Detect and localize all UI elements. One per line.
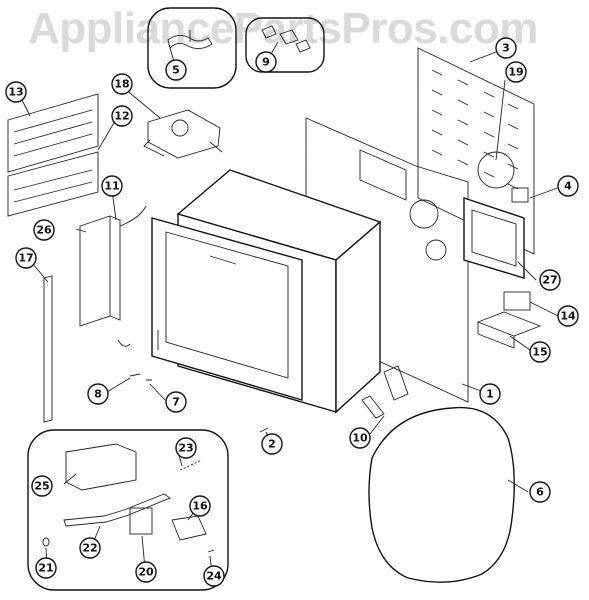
inset-parts-group xyxy=(27,429,229,591)
callout-8[interactable]: 8 xyxy=(87,383,109,405)
callout-20[interactable]: 20 xyxy=(135,561,157,583)
part-18-switch xyxy=(143,109,223,159)
svg-text:19: 19 xyxy=(508,66,523,79)
callout-25[interactable]: 25 xyxy=(31,475,53,497)
part-27-vent xyxy=(463,197,525,279)
svg-text:7: 7 xyxy=(172,396,180,409)
part-10-hinge xyxy=(361,365,409,419)
svg-text:17: 17 xyxy=(18,252,33,265)
svg-text:22: 22 xyxy=(82,542,97,555)
svg-text:1: 1 xyxy=(486,388,494,401)
callout-15[interactable]: 15 xyxy=(529,341,551,363)
svg-text:9: 9 xyxy=(262,56,270,69)
part-9-inset xyxy=(245,17,325,73)
callout-14[interactable]: 14 xyxy=(557,305,579,327)
svg-text:6: 6 xyxy=(536,486,544,499)
part-3-back-panel xyxy=(417,47,535,255)
part-11-26-duct xyxy=(79,205,147,347)
callout-21[interactable]: 21 xyxy=(35,557,57,579)
part-17-rail xyxy=(43,275,53,423)
watermark: AppliancePartsPros.com xyxy=(28,4,538,53)
callout-19[interactable]: 19 xyxy=(505,61,527,83)
callout-24[interactable]: 24 xyxy=(203,565,225,587)
svg-text:23: 23 xyxy=(178,442,193,455)
callout-23[interactable]: 23 xyxy=(175,437,197,459)
part-5-inset xyxy=(147,7,237,89)
callout-12[interactable]: 12 xyxy=(111,105,133,127)
svg-text:16: 16 xyxy=(192,500,208,513)
svg-text:25: 25 xyxy=(34,480,49,493)
callout-16[interactable]: 16 xyxy=(189,495,211,517)
callout-1[interactable]: 1 xyxy=(479,383,501,405)
svg-text:24: 24 xyxy=(206,570,222,583)
svg-text:12: 12 xyxy=(114,110,129,123)
callout-6[interactable]: 6 xyxy=(529,481,551,503)
svg-text:8: 8 xyxy=(94,388,102,401)
callout-17[interactable]: 17 xyxy=(15,247,37,269)
svg-text:27: 27 xyxy=(542,274,557,287)
svg-text:21: 21 xyxy=(38,562,53,575)
svg-text:2: 2 xyxy=(268,438,276,451)
svg-text:5: 5 xyxy=(172,64,180,77)
svg-text:26: 26 xyxy=(36,224,52,237)
callout-13[interactable]: 13 xyxy=(5,81,27,103)
callout-2[interactable]: 2 xyxy=(261,433,283,455)
callout-10[interactable]: 10 xyxy=(349,427,371,449)
callout-27[interactable]: 27 xyxy=(539,269,561,291)
svg-text:4: 4 xyxy=(564,180,572,193)
svg-text:11: 11 xyxy=(104,180,119,193)
oven-cavity xyxy=(151,169,382,414)
svg-text:18: 18 xyxy=(114,78,129,91)
svg-text:13: 13 xyxy=(8,86,23,99)
svg-text:3: 3 xyxy=(502,42,510,55)
callout-9[interactable]: 9 xyxy=(255,51,277,73)
callout-3[interactable]: 3 xyxy=(495,37,517,59)
callout-4[interactable]: 4 xyxy=(557,175,579,197)
part-6-insulation xyxy=(368,406,515,583)
svg-text:10: 10 xyxy=(352,432,368,445)
callout-5[interactable]: 5 xyxy=(165,59,187,81)
callout-7[interactable]: 7 xyxy=(165,391,187,413)
screws xyxy=(129,373,269,433)
callout-26[interactable]: 26 xyxy=(33,219,55,241)
svg-text:15: 15 xyxy=(532,346,547,359)
svg-text:20: 20 xyxy=(138,566,154,579)
part-14-15-transformer xyxy=(476,291,542,349)
callout-18[interactable]: 18 xyxy=(111,73,133,95)
callout-11[interactable]: 11 xyxy=(101,175,123,197)
part-12-13-panels xyxy=(7,93,99,217)
svg-text:14: 14 xyxy=(560,310,576,323)
callout-22[interactable]: 22 xyxy=(79,537,101,559)
